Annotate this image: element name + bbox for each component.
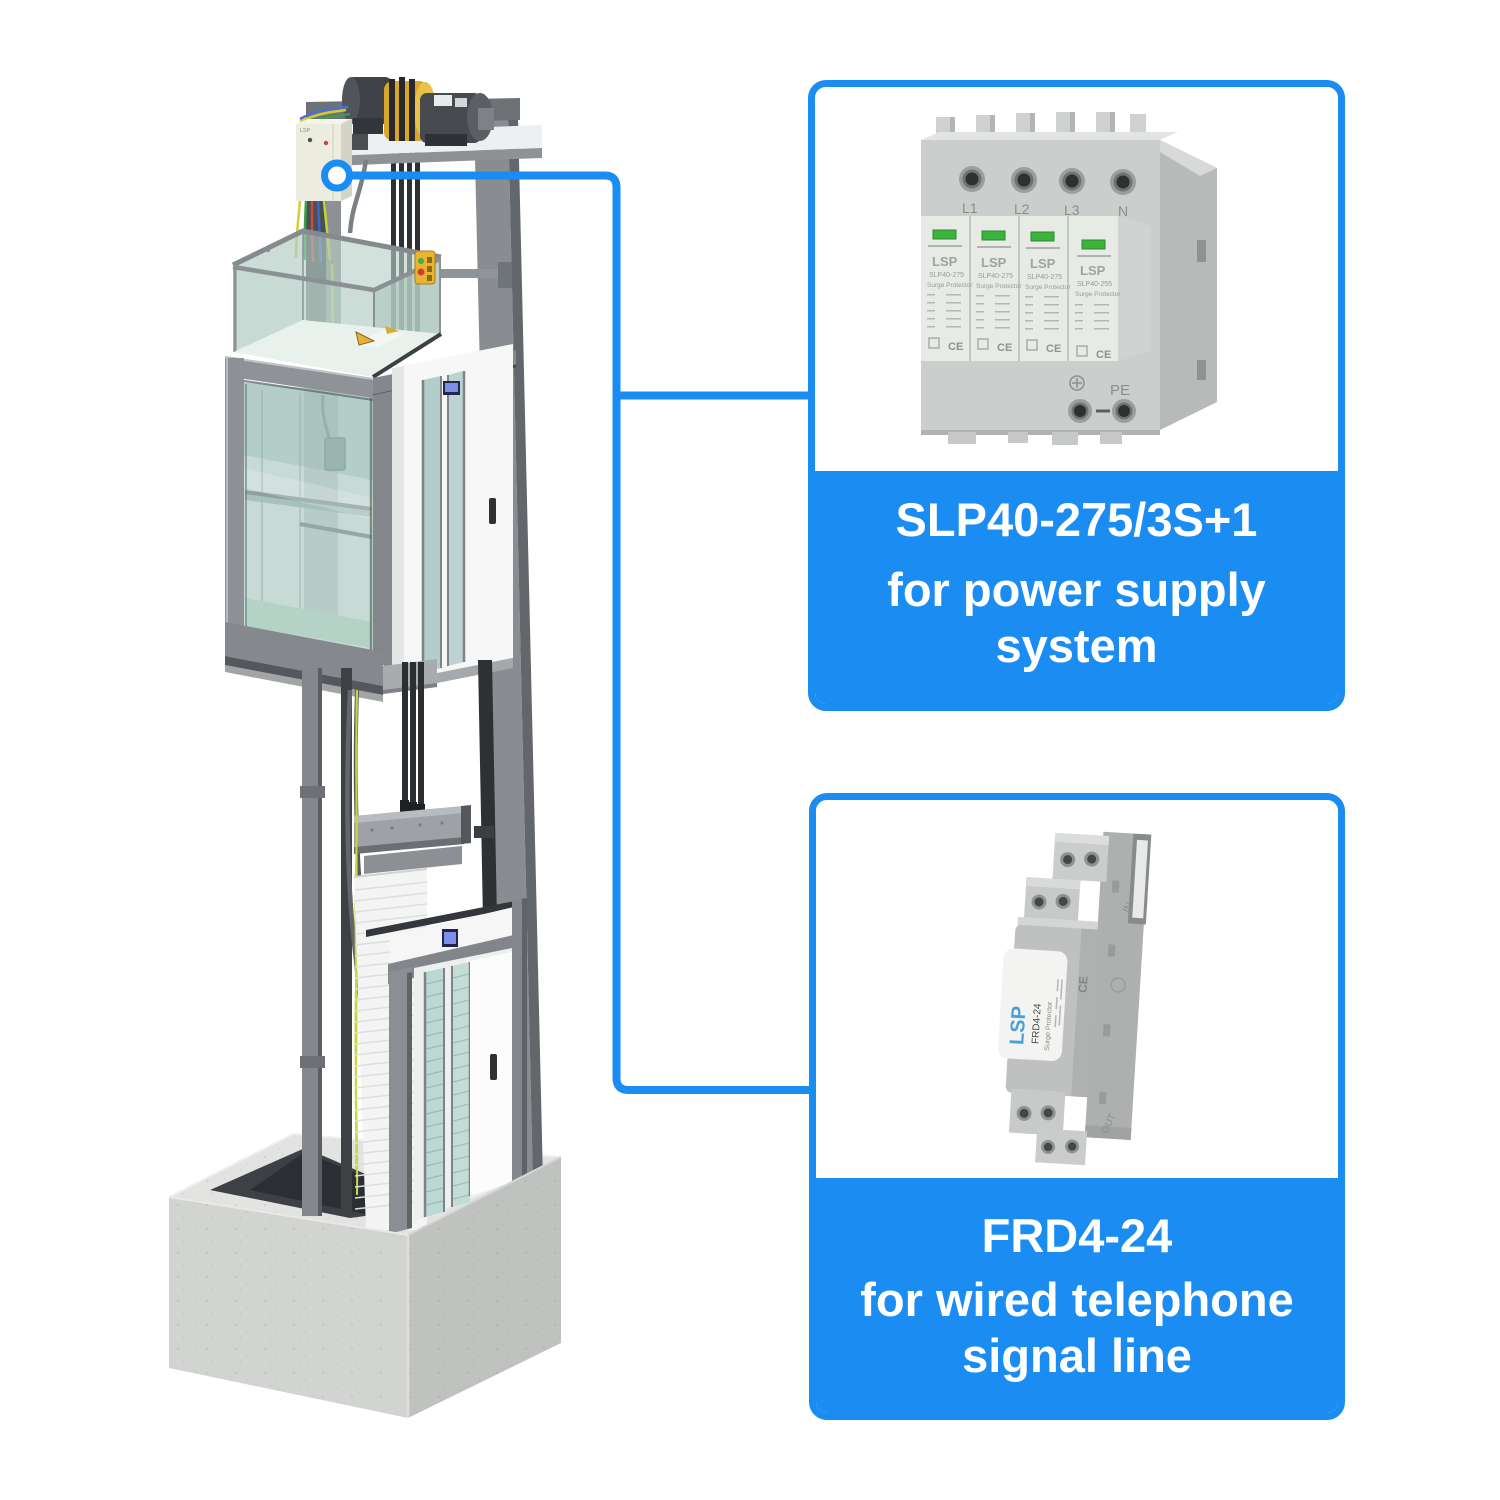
svg-text:LSP: LSP (300, 128, 311, 134)
